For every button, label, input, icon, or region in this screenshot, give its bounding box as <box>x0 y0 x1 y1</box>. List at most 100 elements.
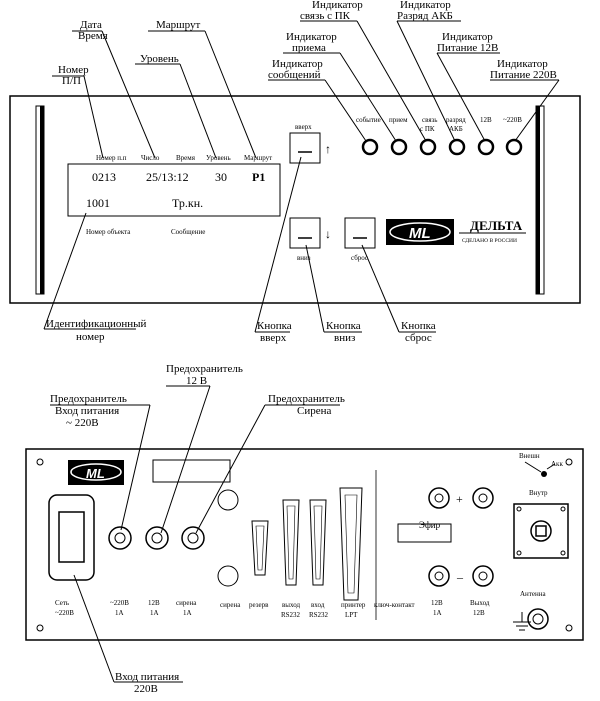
callout-msg-line2: сообщений <box>268 69 321 81</box>
reserve-port[interactable] <box>251 520 269 576</box>
label-f12-line2: 1А <box>150 609 159 617</box>
rear-callouts <box>50 385 340 683</box>
message-label: Сообщение <box>171 228 205 236</box>
label-reserve: резерв <box>249 601 269 609</box>
plus-sign: + <box>456 492 463 506</box>
callout-recv-line1: Индикатор <box>286 31 337 43</box>
led-220v <box>505 138 523 156</box>
siren-connector-bottom <box>217 565 239 587</box>
up-arrow-icon: ↑ <box>325 142 331 156</box>
callout-id-line1: Идентификационный <box>46 318 147 330</box>
label-f12-line1: 12В <box>148 599 160 607</box>
rear-logo: ML <box>68 460 124 485</box>
led-receive <box>390 138 408 156</box>
callout-date-line2: Время <box>78 30 108 42</box>
right-handle-shade <box>536 106 540 294</box>
callout-siren-line1: Предохранитель <box>268 393 345 405</box>
callout-date-line1: Дата <box>80 19 102 31</box>
lpt-port[interactable] <box>339 487 363 601</box>
callout-up-line2: вверх <box>260 332 287 344</box>
label-rs-in-line1: вход <box>311 601 325 609</box>
ext-label: Внешн <box>519 452 540 460</box>
led-label-event: событие <box>356 116 381 124</box>
callout-reset-line1: Кнопка <box>401 320 436 332</box>
label-fsiren-line2: 1А <box>183 609 192 617</box>
callout-220v-line2: Питание 220В <box>490 69 557 81</box>
display-message: Тр.кн. <box>172 196 203 210</box>
callout-recv-line2: приема <box>292 42 326 54</box>
minus-sign: – <box>456 570 464 584</box>
down-arrow-icon: ↓ <box>325 227 331 241</box>
label-mains-line1: Сеть <box>55 599 69 607</box>
label-mains-line2: ~220В <box>55 609 74 617</box>
fuse-12v[interactable] <box>145 526 169 550</box>
label-f12b-line2: 1А <box>433 609 442 617</box>
callout-number-line1: Номер <box>58 64 89 76</box>
antenna-label: Антенна <box>520 590 546 598</box>
reset-button[interactable] <box>344 217 376 249</box>
label-f12b-line1: 12В <box>431 599 443 607</box>
svg-text:ML: ML <box>409 225 431 242</box>
efir-box <box>397 523 452 543</box>
brand-made-in: СДЕЛАНО В РОССИИ <box>462 238 517 244</box>
callout-220v-line1: Индикатор <box>497 58 548 70</box>
rear-panel: ML + <box>25 448 584 641</box>
led-event <box>361 138 379 156</box>
label-lpt-line2: LPT <box>345 611 358 619</box>
antenna-switch[interactable] <box>541 471 547 477</box>
led-label-pc-line2: с ПК <box>420 125 435 133</box>
brand-name: ДЕЛЬТА <box>470 218 523 233</box>
label-f220-line1: ~220В <box>110 599 129 607</box>
siren-connector-top <box>217 489 239 511</box>
ground-icon <box>513 612 531 631</box>
callout-up-line1: Кнопка <box>257 320 292 332</box>
label-rs-in-line2: RS232 <box>309 611 329 619</box>
callout-number-line2: П/П <box>62 75 81 87</box>
lcd-display <box>67 163 281 217</box>
fuse-220v[interactable] <box>108 526 132 550</box>
led-label-akb-line1: разряд <box>446 116 466 124</box>
display-route: Р1 <box>252 170 265 184</box>
up-button[interactable] <box>289 132 321 164</box>
led-12v <box>477 138 495 156</box>
led-label-220v: ~220В <box>503 116 522 124</box>
label-window <box>152 459 231 483</box>
front-callouts <box>43 20 560 333</box>
label-f220-line2: 1А <box>115 609 124 617</box>
callout-fuse220-line3: ~ 220В <box>66 417 99 429</box>
led-label-pc-line1: связь <box>422 116 438 124</box>
callout-siren-line2: Сирена <box>297 405 331 417</box>
callout-msg-line1: Индикатор <box>272 58 323 70</box>
display-header-level: Уровень <box>206 154 231 162</box>
callout-fuse12-line1: Предохранитель <box>166 363 243 375</box>
led-label-akb-line2: АКБ <box>449 125 463 133</box>
label-siren: сирена <box>220 601 241 609</box>
callout-fuse12-line2: 12 В <box>186 375 207 387</box>
callout-fuse220-line2: Вход питания <box>55 405 119 417</box>
rs232-in-port[interactable] <box>309 499 327 586</box>
efir-label: Эфир <box>419 520 441 530</box>
button-up-caption: вверх <box>295 123 312 131</box>
callout-pc-line2: связь с ПК <box>300 10 351 22</box>
label-fsiren-line1: сирена <box>176 599 197 607</box>
callout-reset-line2: сброс <box>405 332 432 344</box>
callout-fuse220-line1: Предохранитель <box>50 393 127 405</box>
svg-text:ML: ML <box>86 466 105 481</box>
label-out12-line1: Выход <box>470 599 490 607</box>
front-panel: Номер п.п Число Время Уровень Маршрут 02… <box>9 95 581 304</box>
down-button[interactable] <box>289 217 321 249</box>
label-rs-out-line2: RS232 <box>281 611 301 619</box>
button-down-caption: вниз <box>297 254 311 262</box>
rs232-out-port[interactable] <box>282 499 300 586</box>
callout-id-line2: номер <box>76 331 105 343</box>
object-number-label: Номер объекта <box>86 228 131 236</box>
display-header-route: Маршрут <box>244 154 272 162</box>
display-header-time: Время <box>176 154 196 162</box>
callout-down-line2: вниз <box>334 332 355 344</box>
led-battery <box>448 138 466 156</box>
fuse-siren[interactable] <box>181 526 205 550</box>
led-pc-link <box>419 138 437 156</box>
button-reset-caption: сброс <box>351 254 368 262</box>
callout-route: Маршрут <box>156 19 200 31</box>
